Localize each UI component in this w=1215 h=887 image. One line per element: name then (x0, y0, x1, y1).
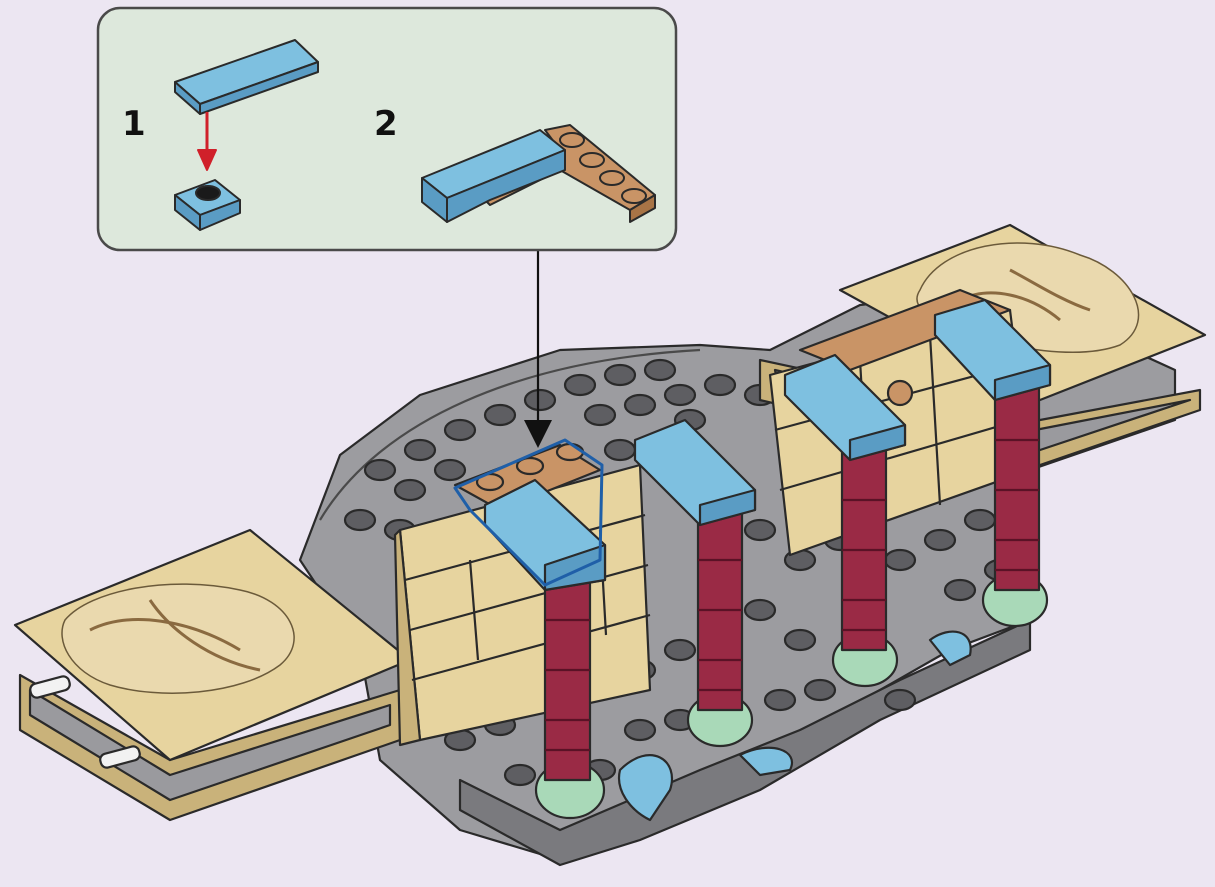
pointer-arrow-icon (524, 250, 552, 448)
base-plate-front (458, 618, 1032, 867)
step-1-parts (174, 39, 319, 231)
curved-tile-2 (738, 746, 793, 777)
step-1-number: 1 (122, 104, 146, 144)
curved-tile-3 (928, 630, 972, 667)
step-2-number: 2 (374, 104, 398, 144)
left-map-book (13, 528, 412, 822)
curved-tile-1 (617, 754, 673, 822)
step-2-parts (421, 124, 656, 223)
map-drawing-left (61, 583, 295, 694)
column-caps (483, 298, 1052, 592)
base-plate-curve (319, 348, 701, 521)
down-arrow-icon (197, 112, 217, 171)
callout-box: 1 2 (96, 6, 678, 252)
new-part-highlight (453, 438, 604, 587)
round-brick (886, 379, 914, 407)
main-assembly (13, 223, 1207, 867)
